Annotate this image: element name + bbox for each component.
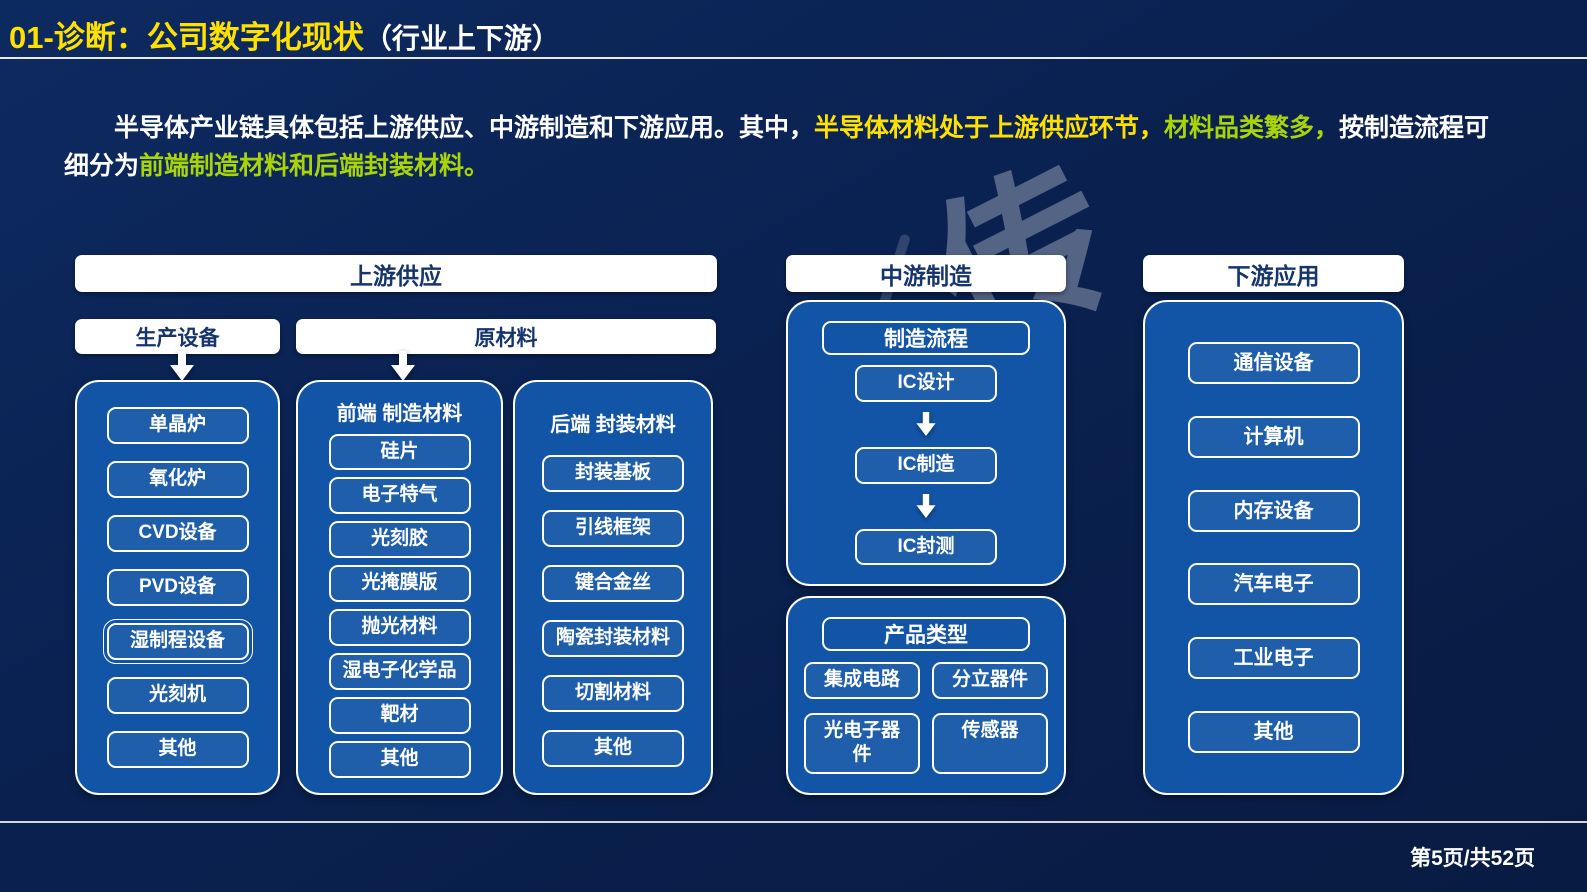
title-suffix: （行业上下游） (363, 23, 560, 54)
frontend-materials-title: 前端 制造材料 (336, 403, 463, 426)
backend-material-item: 其他 (542, 730, 684, 767)
equipment-item: CVD设备 (106, 515, 249, 552)
downstream-item: 其他 (1187, 711, 1360, 754)
frontend-material-item: 湿电子化学品 (328, 653, 471, 690)
process-step: IC设计 (855, 365, 997, 402)
backend-materials-title: 后端 封装材料 (550, 414, 676, 437)
footer-divider (0, 821, 1587, 823)
frontend-material-item: 电子特气 (328, 477, 471, 515)
product-item: 集成电路 (804, 661, 920, 699)
frontend-material-item: 硅片 (328, 433, 471, 471)
equipment-panel: 单晶炉 氧化炉 CVD设备 PVD设备 湿制程设备 光刻机 其他 (75, 380, 280, 795)
products-panel: 产品类型 集成电路 分立器件 光电子器件 传感器 (786, 596, 1066, 795)
equipment-item: 光刻机 (106, 677, 249, 714)
intro-highlight-green-2: 前端制造材料和后端封装材料。 (139, 151, 490, 180)
downstream-item: 通信设备 (1187, 341, 1360, 384)
downstream-header-bar: 下游应用 (1143, 255, 1404, 292)
equipment-subheader-bar: 生产设备 (75, 319, 280, 354)
backend-material-item: 陶瓷封装材料 (542, 620, 684, 657)
intro-text-1: 半导体产业链具体包括上游供应、中游制造和下游应用。其中， (114, 114, 815, 142)
frontend-material-item: 抛光材料 (328, 609, 471, 646)
intro-paragraph: 半导体产业链具体包括上游供应、中游制造和下游应用。其中，半导体材料处于上游供应环… (64, 110, 1496, 185)
backend-material-item: 引线框架 (542, 510, 684, 548)
products-title-box: 产品类型 (822, 616, 1030, 651)
process-panel: 制造流程 IC设计 IC制造 IC封测 (786, 300, 1066, 586)
product-item: 分立器件 (932, 661, 1048, 699)
process-step: IC封测 (855, 528, 997, 566)
intro-highlight-green-1: 材料品类繁多， (1164, 114, 1340, 142)
process-title-box: 制造流程 (822, 320, 1030, 355)
downstream-panel: 通信设备 计算机 内存设备 汽车电子 工业电子 其他 (1143, 300, 1404, 795)
product-item: 光电子器件 (804, 712, 920, 774)
equipment-item: 单晶炉 (106, 407, 249, 444)
title-main: 公司数字化现状 (146, 20, 364, 55)
frontend-material-item: 光掩膜版 (328, 565, 471, 602)
downstream-item: 汽车电子 (1187, 563, 1360, 606)
upstream-header-bar: 上游供应 (75, 255, 717, 292)
title-prefix: 01-诊断： (9, 20, 147, 55)
equipment-item-selected: 湿制程设备 (102, 619, 253, 664)
title-divider (0, 57, 1587, 59)
frontend-materials-panel: 前端 制造材料 硅片 电子特气 光刻胶 光掩膜版 抛光材料 湿电子化学品 靶材 … (296, 380, 503, 795)
materials-subheader-bar: 原材料 (296, 319, 716, 354)
backend-material-item: 键合金丝 (542, 565, 684, 602)
product-item: 传感器 (932, 712, 1048, 774)
intro-text-2: 按制造流程可细分为 (64, 114, 1490, 180)
frontend-material-item: 靶材 (328, 697, 471, 734)
down-arrow-icon (916, 412, 936, 437)
down-arrow-icon (170, 351, 194, 381)
products-grid: 集成电路 分立器件 光电子器件 传感器 (788, 661, 1064, 774)
frontend-material-item: 其他 (328, 741, 471, 778)
backend-material-item: 封装基板 (542, 455, 684, 493)
equipment-item: PVD设备 (106, 569, 249, 606)
intro-highlight-yellow: 半导体材料处于上游供应环节， (814, 114, 1165, 142)
frontend-material-item: 光刻胶 (328, 521, 471, 559)
downstream-item: 工业电子 (1187, 637, 1360, 680)
downstream-item: 计算机 (1187, 415, 1360, 458)
midstream-header-bar: 中游制造 (786, 255, 1066, 292)
downstream-item: 内存设备 (1187, 489, 1360, 532)
down-arrow-icon (391, 351, 415, 381)
backend-materials-panel: 后端 封装材料 封装基板 引线框架 键合金丝 陶瓷封装材料 切割材料 其他 (513, 380, 713, 795)
process-step: IC制造 (855, 446, 997, 484)
equipment-item: 其他 (106, 730, 249, 768)
equipment-item: 氧化炉 (106, 461, 249, 498)
down-arrow-icon (916, 494, 936, 519)
page-title: 01-诊断：公司数字化现状（行业上下游） (9, 12, 560, 57)
page-number: 第5页/共52页 (1410, 847, 1535, 870)
backend-material-item: 切割材料 (542, 675, 684, 712)
